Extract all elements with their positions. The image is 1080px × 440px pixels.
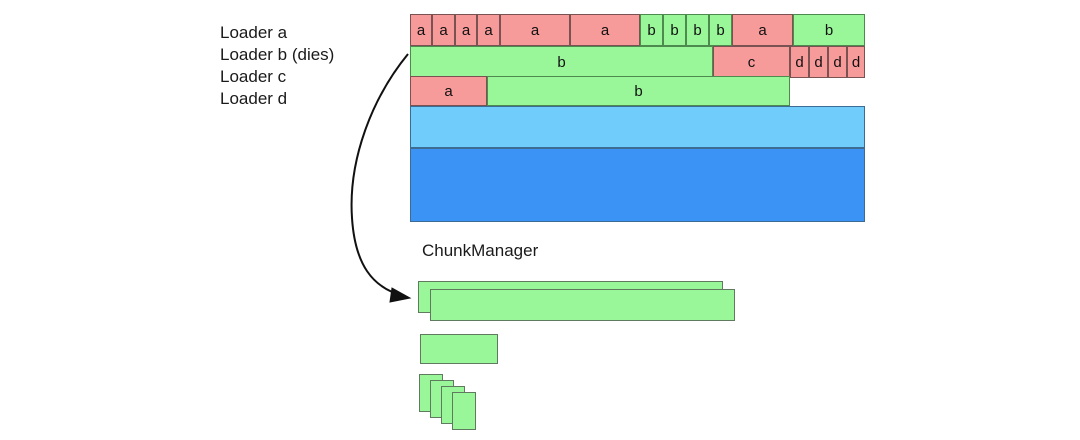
memory-cell: d (790, 46, 809, 78)
chunk-medium (420, 334, 498, 364)
memory-cell: b (686, 14, 709, 46)
memory-cell: a (432, 14, 455, 46)
curved-arrow (350, 53, 412, 303)
memory-cell: b (487, 76, 790, 106)
memory-cell: a (732, 14, 793, 46)
memory-cell: a (570, 14, 640, 46)
memory-cell: a (410, 76, 487, 106)
memory-cell: c (713, 46, 790, 78)
memory-cell: d (828, 46, 847, 78)
memory-cell: b (640, 14, 663, 46)
chunk-large-front (430, 289, 735, 321)
legend-item-loader-c: Loader c (220, 67, 287, 86)
free-space-dark-band (410, 148, 865, 222)
legend-item-loader-a: Loader a (220, 23, 288, 42)
memory-cell: b (709, 14, 732, 46)
memory-cell: a (410, 14, 432, 46)
free-space-light-band (410, 106, 865, 148)
memory-row-1: a a a a a a b b b b a b (410, 14, 865, 46)
legend-item-loader-b: Loader b (dies) (220, 45, 335, 64)
memory-cell: d (847, 46, 865, 78)
memory-cell: b (410, 46, 713, 78)
memory-map: a a a a a a b b b b a b b c d d d d a b (410, 14, 865, 222)
memory-cell: b (663, 14, 686, 46)
chunk-small-4 (452, 392, 476, 430)
memory-cell: d (809, 46, 828, 78)
memory-row-2: b c d d d d (410, 46, 865, 78)
memory-cell: a (477, 14, 500, 46)
memory-cell: b (793, 14, 865, 46)
loader-legend: Loader a Loader b (dies) Loader c Loader… (220, 22, 334, 110)
chunk-manager-title: ChunkManager (422, 241, 539, 260)
memory-cell: a (500, 14, 570, 46)
memory-cell: a (455, 14, 477, 46)
memory-row-3: a b (410, 76, 865, 106)
legend-item-loader-d: Loader d (220, 89, 288, 108)
